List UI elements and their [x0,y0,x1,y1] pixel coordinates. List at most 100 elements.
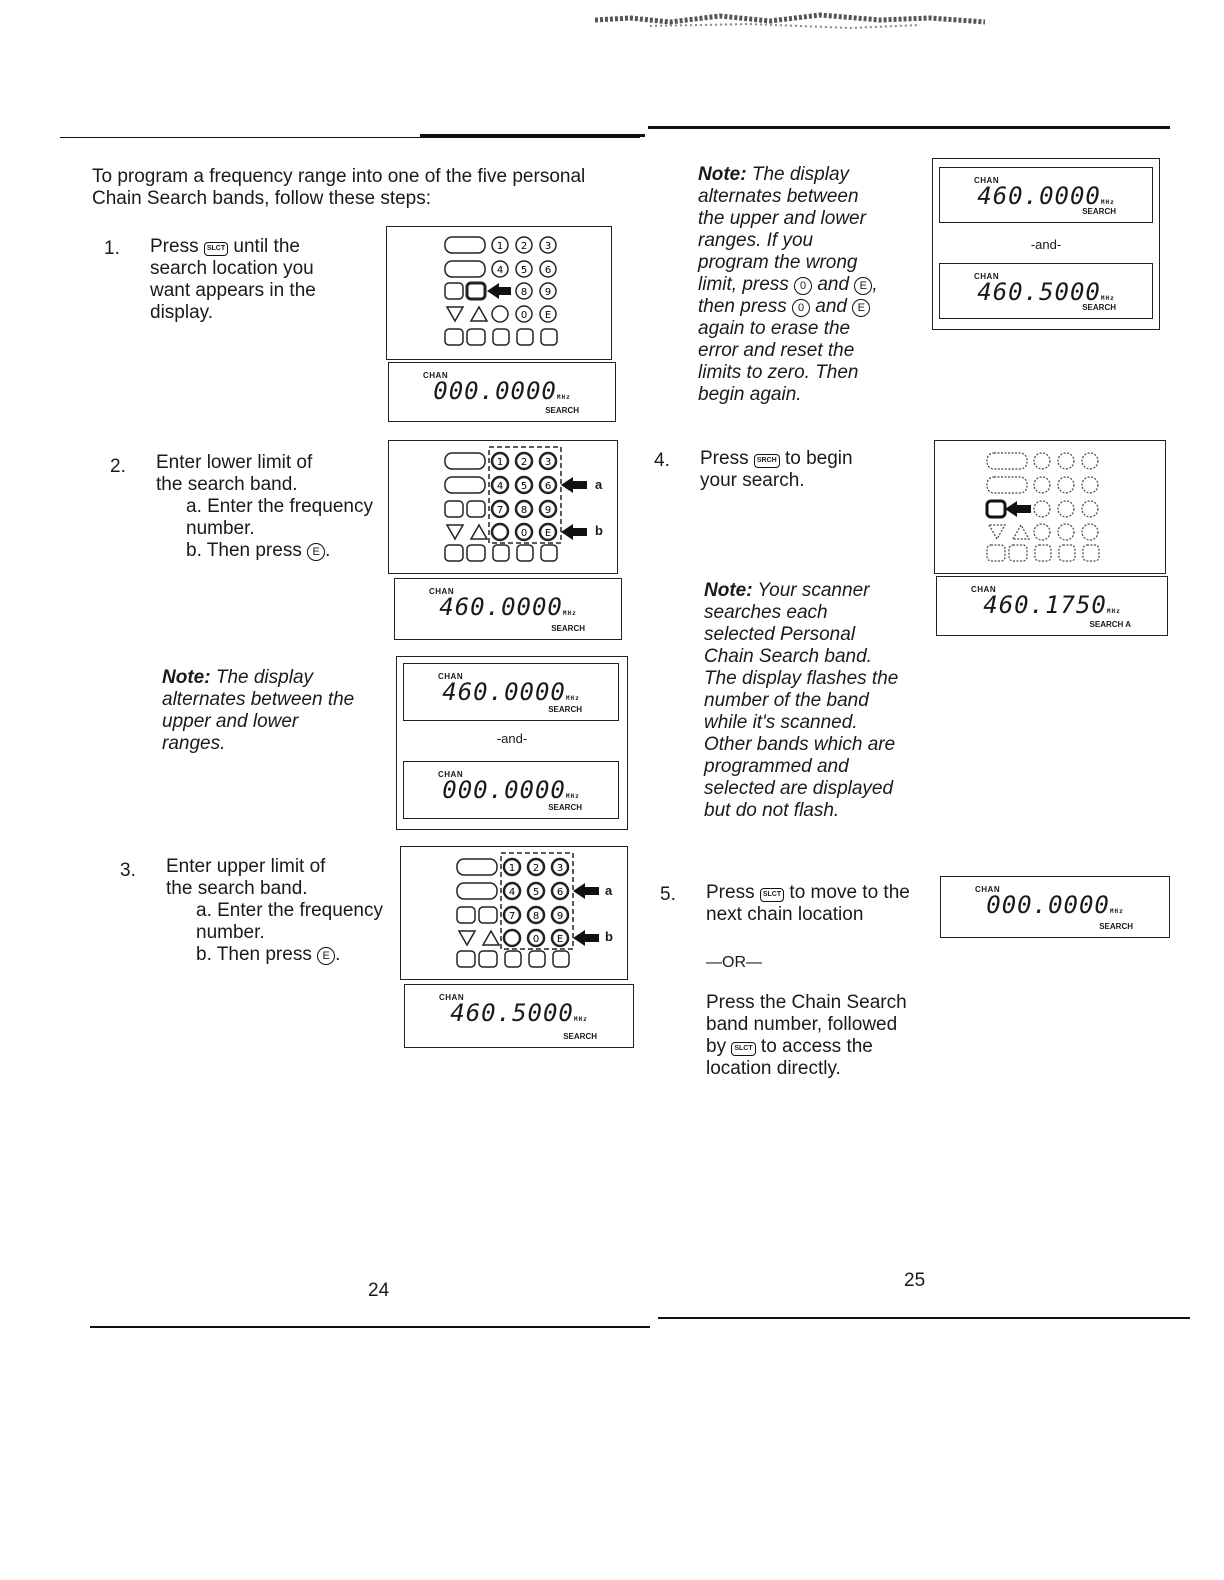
zero-key-icon: 0 [794,277,813,295]
e-key-icon: E [852,299,871,317]
note-right-1: Note: The display alternates between the… [698,164,888,406]
svg-text:1: 1 [509,863,515,874]
and-separator: -and- [496,731,528,746]
arrow-a-icon [573,883,599,899]
step-4-pre: Press [700,448,749,469]
svg-text:4: 4 [497,265,503,276]
note-label: Note: [698,164,747,185]
chan-label: CHAN [974,176,1000,185]
svg-text:0: 0 [521,528,527,539]
svg-text:1: 1 [497,457,503,468]
step-3-b-post: . [335,944,341,965]
svg-text:6: 6 [557,887,563,898]
search-label: SEARCH [1099,922,1133,931]
frequency-readout: 460.0000MHz [940,182,1152,210]
step-3-b-pre: b. Then press [196,944,312,965]
svg-text:4: 4 [509,887,515,898]
step-2-b: b. Then press E. [186,540,386,562]
svg-text:2: 2 [533,863,539,874]
step-5-pre: Press [706,882,755,903]
note-text-5: again to erase the error and reset the l… [698,318,859,405]
search-label: SEARCH [548,705,582,714]
search-label: SEARCH [1082,303,1116,312]
svg-text:3: 3 [557,863,563,874]
freq-value: 460.5000 [977,278,1101,306]
note-label: Note: [704,580,753,601]
search-a-label: SEARCH A [1089,620,1131,629]
keypad-figure-4 [934,440,1166,574]
intro-text: To program a frequency range into one of… [92,166,586,209]
step-1-post: until the search location you want appea… [150,236,316,323]
top-rule-right [648,126,1170,129]
bottom-rule-right [658,1317,1190,1319]
svg-text:9: 9 [545,287,551,298]
srch-key-icon: SRCH [753,454,780,468]
note-right-2: Note: Your scanner searches each selecte… [704,580,900,822]
note-text-2: and [817,274,850,295]
bottom-rule-left [90,1326,650,1328]
chan-label: CHAN [438,672,464,681]
freq-value: 000.0000 [442,776,566,804]
scan-artifact [594,12,986,30]
step-2-title: Enter lower limit of the search band. [156,452,313,495]
mhz-label: MHz [1106,608,1121,615]
freq-value: 460.0000 [977,182,1101,210]
lcd-lower: CHAN 000.0000MHz SEARCH [403,761,619,819]
arrow-a-label: a [605,883,613,898]
step-5-alt-pre: Press the Chain Search band number, foll… [706,992,907,1057]
chan-label: CHAN [971,585,997,594]
chan-label: CHAN [974,272,1000,281]
step-5-text: Press SLCT to move to the next chain loc… [706,882,910,926]
svg-text:0: 0 [533,934,539,945]
svg-text:3: 3 [545,241,551,252]
svg-text:8: 8 [521,505,527,516]
slct-key-icon: SLCT [759,888,785,902]
mhz-label: MHz [1109,908,1124,915]
note-label: Note: [162,667,211,688]
arrow-b-label: b [595,523,603,538]
srch-key-highlight [985,499,1007,519]
slct-key-icon: SLCT [203,242,229,256]
step-3-number: 3. [120,860,136,881]
svg-text:1: 1 [497,241,503,252]
search-label: SEARCH [551,624,585,633]
lcd-display-step1: CHAN 000.0000MHz SEARCH [388,362,616,422]
top-rule-left [60,137,640,138]
alternating-display-right: CHAN 460.0000MHz SEARCH -and- CHAN 460.5… [932,158,1160,330]
step-4-post: to begin your search. [700,448,853,491]
note-text: Your scanner searches each selected Pers… [704,580,899,821]
arrow-icon [487,283,511,299]
frequency-readout: 000.0000MHz [941,891,1169,919]
arrow-a-icon [561,477,587,493]
svg-text:5: 5 [521,481,527,492]
svg-text:E: E [545,310,551,321]
search-label: SEARCH [563,1032,597,1041]
chan-label: CHAN [975,885,1001,894]
note-text-1: The display alternates between the upper… [698,164,866,295]
alternating-display-left: CHAN 460.0000MHz SEARCH -and- CHAN 000.0… [396,656,628,830]
search-label: SEARCH [548,803,582,812]
note-text-4: and [815,296,847,317]
svg-text:2: 2 [521,457,527,468]
search-label: SEARCH [545,406,579,415]
step-3-b: b. Then press E. [196,944,396,966]
and-separator: -and- [1030,237,1062,252]
step-5-number: 5. [660,884,676,905]
step-4-number: 4. [654,450,670,471]
step-2-number: 2. [110,456,126,477]
freq-value: 460.1750 [983,591,1107,619]
chan-label: CHAN [439,993,465,1002]
freq-value: 000.0000 [433,377,557,405]
svg-text:8: 8 [521,287,527,298]
step-1-text: Press SLCT until the search location you… [150,236,330,324]
page-number-left: 24 [368,1280,390,1301]
svg-text:8: 8 [533,911,539,922]
lcd-lower: CHAN 460.5000MHz SEARCH [939,263,1153,319]
chan-label: CHAN [429,587,455,596]
